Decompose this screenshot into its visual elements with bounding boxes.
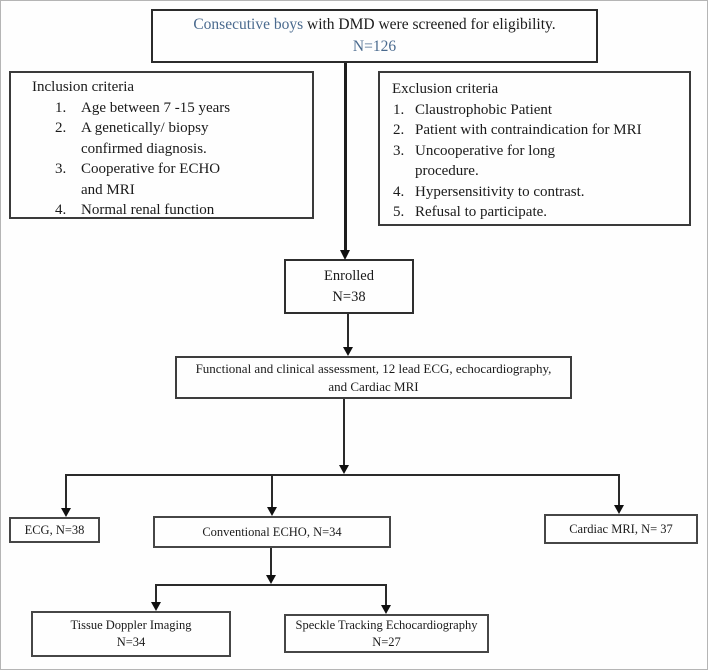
assessment-box: Functional and clinical assessment, 12 l…	[175, 356, 572, 399]
tissue-doppler-box: Tissue Doppler Imaging N=34	[31, 611, 231, 657]
arrowhead-echo	[266, 507, 277, 516]
item-number: 4.	[393, 183, 405, 200]
item-text: Uncooperative for long procedure.	[415, 142, 555, 180]
inclusion-title: Inclusion criteria	[32, 79, 135, 95]
item-number: 3.	[393, 142, 405, 159]
cardiac-mri-box: Cardiac MRI, N= 37	[544, 514, 698, 544]
item-number: 2.	[55, 120, 67, 136]
item-number: 4.	[55, 202, 67, 218]
arrowhead-enrolled	[340, 249, 350, 260]
exclusion-item: 5. Refusal to participate.	[380, 202, 685, 223]
arrow-rail-to-mri	[618, 474, 620, 506]
inclusion-item: 3. Cooperative for ECHO and MRI	[11, 159, 308, 200]
item-number: 3.	[55, 161, 67, 177]
inclusion-item: 4. Normal renal function	[11, 200, 308, 221]
item-text: A genetically/ biopsy confirmed diagnosi…	[81, 120, 209, 157]
screened-subject-text: Consecutive boys	[193, 16, 304, 33]
item-number: 5.	[393, 204, 405, 220]
exclusion-item: 2. Patient with contraindication for MRI	[380, 120, 685, 141]
arrowhead-lower-rail	[265, 575, 276, 584]
item-text: Claustrophobic Patient	[415, 101, 553, 118]
arrow-assessment-to-rail	[343, 399, 345, 466]
item-number: 1.	[55, 99, 67, 116]
conventional-echo-box: Conventional ECHO, N=34	[153, 516, 391, 548]
lower-rail-line	[155, 584, 387, 586]
arrow-enrolled-to-assessment	[347, 314, 349, 348]
branch-rail-line	[65, 474, 620, 476]
arrowhead-mri	[613, 505, 624, 514]
screened-rest-text: with DMD were screened for eligibility.	[303, 16, 556, 33]
item-number: 1.	[393, 101, 405, 118]
exclusion-title: Exclusion criteria	[392, 81, 499, 97]
exclusion-criteria-box: Exclusion criteria 1. Claustrophobic Pat…	[378, 71, 691, 226]
ecg-box: ECG, N=38	[9, 517, 100, 543]
arrow-rail-to-echo	[271, 474, 273, 508]
speckle-tracking-box: Speckle Tracking Echocardiography N=27	[284, 614, 489, 653]
exclusion-item: 1. Claustrophobic Patient	[380, 100, 685, 121]
arrow-echo-to-lower-rail	[270, 548, 272, 576]
item-text: Cooperative for ECHO and MRI	[81, 161, 221, 198]
arrowhead-tdi	[150, 602, 161, 611]
inclusion-list: 1. Age between 7 -15 years 2. A genetica…	[11, 98, 308, 221]
exclusion-item: 3. Uncooperative for long procedure.	[380, 141, 685, 182]
arrowhead-assessment	[342, 347, 353, 356]
arrow-screened-to-enrolled	[344, 63, 347, 251]
arrow-rail-to-ecg	[65, 474, 67, 509]
exclusion-list: 1. Claustrophobic Patient 2. Patient wit…	[380, 100, 685, 223]
item-text: Age between 7 -15 years	[81, 99, 231, 116]
arrowhead-ste	[380, 605, 391, 614]
item-text: Patient with contraindication for MRI	[415, 122, 642, 138]
item-text: Normal renal function	[81, 202, 215, 218]
item-text: Refusal to participate.	[415, 204, 548, 220]
arrow-rail-to-tdi	[155, 584, 157, 603]
exclusion-item: 4. Hypersensitivity to contrast.	[380, 182, 685, 203]
screened-line1: Consecutive boys with DMD were screened …	[153, 14, 596, 36]
arrowhead-rail	[338, 465, 349, 474]
inclusion-item: 2. A genetically/ biopsy confirmed diagn…	[11, 118, 308, 159]
item-text: Hypersensitivity to contrast.	[415, 183, 585, 200]
arrow-rail-to-ste	[385, 584, 387, 606]
screened-box: Consecutive boys with DMD were screened …	[151, 9, 598, 63]
arrowhead-ecg	[60, 508, 71, 517]
enrolled-box: Enrolled N=38	[284, 259, 414, 314]
inclusion-criteria-box: Inclusion criteria 1. Age between 7 -15 …	[9, 71, 314, 219]
inclusion-item: 1. Age between 7 -15 years	[11, 98, 308, 119]
screened-n-value: N=126	[352, 38, 397, 55]
item-number: 2.	[393, 122, 405, 138]
